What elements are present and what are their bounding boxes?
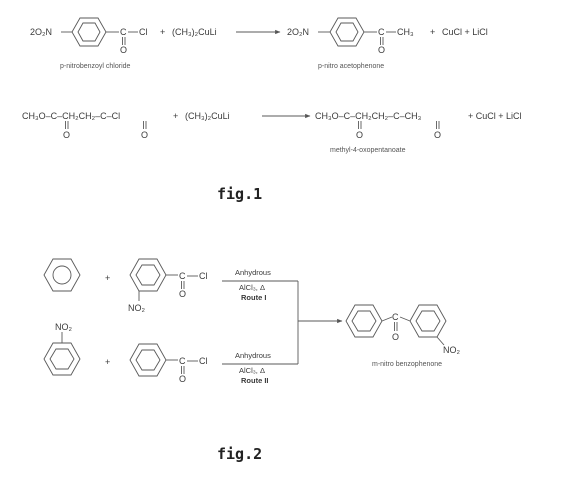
route2-carbonyl-oxygen: O [179, 374, 186, 384]
route1-plus: + [105, 273, 110, 283]
reaction2-plus: + [173, 111, 178, 121]
product2-formula: CH₃O–C–CH₂CH₂–C–CH₃ [315, 111, 422, 121]
benzene-ring-icon [129, 343, 167, 377]
route1-condition-mid: AlCl₃, Δ [239, 283, 265, 292]
product-nitro-substituent: NO₂ [443, 345, 461, 355]
route1-condition-top: Anhydrous [235, 268, 271, 277]
route1-nitro-substituent: NO₂ [128, 303, 146, 313]
product1-acyl-carbon: C [378, 27, 385, 37]
product-name: m-nitro benzophenone [372, 361, 442, 368]
reactant1-acyl-carbon: C [120, 27, 127, 37]
reaction2-reagent: (CH₃)₂CuLi [185, 111, 230, 121]
product1-nitro-group: 2O₂N [287, 27, 309, 37]
fig1-reaction1: 2O₂N C Cl O p-nitrobenzoyl chloride + (C… [30, 17, 488, 70]
reactant2-oxygen-1: O [63, 130, 70, 140]
product-carbonyl-oxygen: O [392, 332, 399, 342]
fig2-caption: fig.2 [217, 445, 262, 463]
reaction2-byproducts: + CuCl + LiCl [468, 111, 522, 121]
benzene-ring-icon [43, 258, 81, 292]
route2-chlorine: Cl [199, 356, 208, 366]
reaction1-byproducts: CuCl + LiCl [442, 27, 488, 37]
product2-oxygen-2: O [434, 130, 441, 140]
route2-condition-mid: AlCl₃, Δ [239, 366, 265, 375]
route2-label: Route II [241, 376, 269, 385]
reaction1-reagent: (CH₃)₂CuLi [172, 27, 217, 37]
product2-oxygen-1: O [356, 130, 363, 140]
benzene-ring-icon [345, 304, 383, 338]
reactant1-carbonyl-oxygen: O [120, 45, 127, 55]
route2-condition-top: Anhydrous [235, 351, 271, 360]
product-carbonyl-carbon: C [392, 312, 399, 322]
route2-acyl-carbon: C [179, 356, 186, 366]
product1-carbonyl-oxygen: O [378, 45, 385, 55]
product1-methyl: CH₃ [397, 27, 414, 37]
reactant2-oxygen-2: O [141, 130, 148, 140]
route1-label: Route I [241, 293, 266, 302]
reactant1-name: p-nitrobenzoyl chloride [60, 63, 131, 70]
benzene-ring-icon [43, 342, 81, 376]
fig1-caption: fig.1 [217, 185, 262, 203]
benzene-ring-icon [71, 17, 107, 47]
route1-acyl-carbon: C [179, 271, 186, 281]
reactant2-formula: CH₃O–C–CH₂CH₂–C–Cl [22, 111, 120, 121]
reactant1-chlorine: Cl [139, 27, 148, 37]
benzene-ring-icon [129, 258, 167, 292]
reactant1-nitro-group: 2O₂N [30, 27, 52, 37]
route1-chlorine: Cl [199, 271, 208, 281]
product1-name: p-nitro acetophenone [318, 63, 384, 70]
benzene-ring-icon [329, 17, 365, 47]
product2-name: methyl-4-oxopentanoate [330, 147, 406, 154]
benzene-ring-icon [409, 304, 447, 338]
fig2-scheme: + C Cl O NO₂ Anhydrous AlCl₃, Δ Route I … [43, 258, 461, 385]
route1-carbonyl-oxygen: O [179, 289, 186, 299]
reaction1-plus: + [160, 27, 165, 37]
fig1-reaction2: CH₃O–C–CH₂CH₂–C–Cl O O + (CH₃)₂CuLi CH₃O… [22, 111, 522, 154]
route2-plus: + [105, 357, 110, 367]
route2-nitro-substituent: NO₂ [55, 322, 73, 332]
reaction1-plus-byproducts: + [430, 27, 435, 37]
